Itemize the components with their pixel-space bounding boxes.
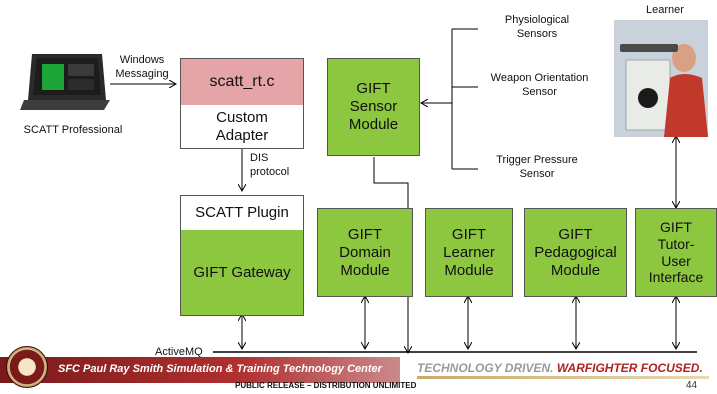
footer-rule bbox=[417, 376, 709, 379]
gift-gateway-box: GIFT Gateway bbox=[180, 230, 304, 316]
weapon-orientation-sensor-label: Weapon Orientation Sensor bbox=[490, 72, 589, 98]
gift-pedagogical-module-box: GIFT Pedagogical Module bbox=[524, 208, 627, 297]
footer-band bbox=[0, 357, 400, 383]
footer-tagline: TECHNOLOGY DRIVEN. WARFIGHTER FOCUSED. bbox=[417, 361, 703, 375]
scatt-laptop-image bbox=[20, 52, 110, 116]
learner-photo bbox=[614, 20, 708, 137]
windows-messaging-label: Windows Messaging bbox=[115, 54, 169, 80]
gift-domain-module-box: GIFT Domain Module bbox=[317, 208, 413, 297]
tagline-gray: TECHNOLOGY DRIVEN. bbox=[417, 361, 554, 375]
scatt-plugin-box: SCATT Plugin bbox=[180, 195, 304, 231]
public-release-label: PUBLIC RELEASE – DISTRIBUTION UNLIMITED bbox=[235, 381, 417, 390]
tagline-red: WARFIGHTER FOCUSED. bbox=[556, 361, 703, 375]
trigger-pressure-sensor-label: Trigger Pressure Sensor bbox=[496, 154, 578, 180]
gift-sensor-module-box: GIFT Sensor Module bbox=[327, 58, 420, 156]
gift-tutor-user-interface-box: GIFT Tutor- User Interface bbox=[635, 208, 717, 297]
learner-label: Learner bbox=[646, 4, 684, 16]
stc-logo bbox=[6, 346, 48, 388]
footer-center-name: SFC Paul Ray Smith Simulation & Training… bbox=[58, 363, 382, 375]
gift-learner-module-box: GIFT Learner Module bbox=[425, 208, 513, 297]
page-number: 44 bbox=[686, 380, 698, 391]
scatt-professional-label: SCATT Professional bbox=[23, 124, 123, 136]
dis-protocol-label: DIS protocol bbox=[250, 152, 290, 178]
scatt-rt-box: scatt_rt.c bbox=[180, 58, 304, 106]
custom-adapter-box: Custom Adapter bbox=[180, 105, 304, 149]
activemq-label: ActiveMQ bbox=[155, 346, 203, 358]
physiological-sensors-label: Physiological Sensors bbox=[504, 14, 570, 40]
